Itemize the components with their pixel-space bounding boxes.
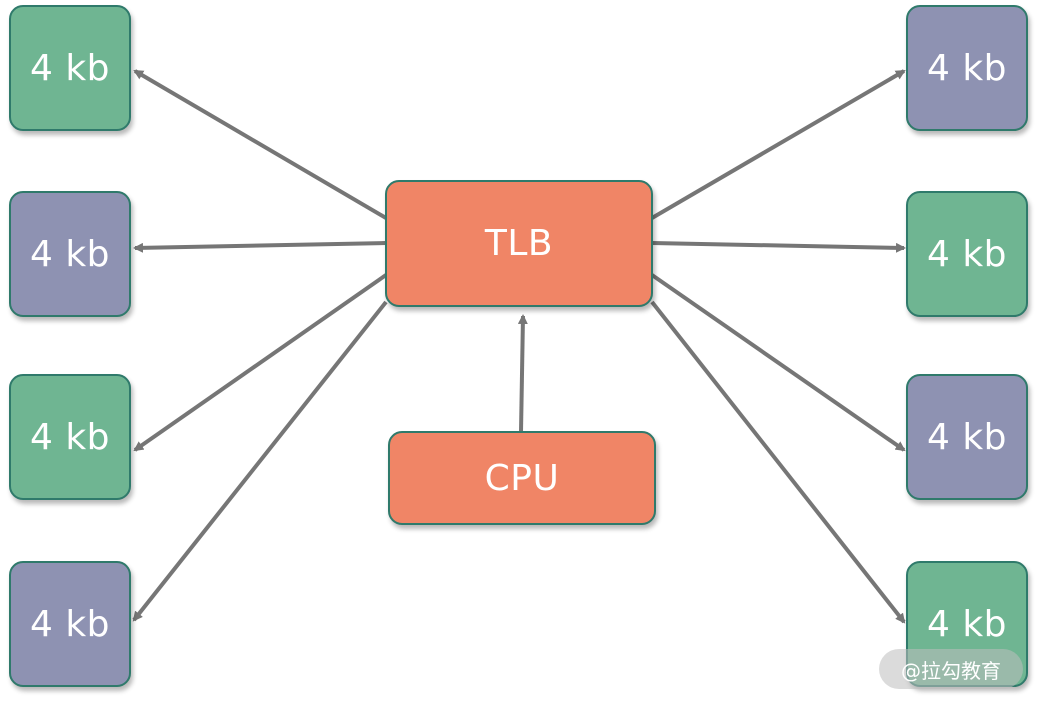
page-box-left-2: 4 kb	[9, 191, 131, 317]
page-label: 4 kb	[29, 233, 111, 275]
page-label: 4 kb	[29, 416, 111, 458]
page-box-left-3: 4 kb	[9, 374, 131, 500]
page-label: 4 kb	[926, 47, 1008, 89]
page-label: 4 kb	[29, 47, 111, 89]
arrow-cpu-to-tlb	[517, 314, 528, 433]
page-label: 4 kb	[926, 416, 1008, 458]
page-box-right-1: 4 kb	[906, 5, 1028, 131]
cpu-box: CPU	[388, 431, 656, 525]
arrow-tlb-to-right-page-2	[651, 241, 906, 253]
page-box-right-2: 4 kb	[906, 191, 1028, 317]
page-label: 4 kb	[926, 233, 1008, 275]
watermark-badge: @拉勾教育	[879, 649, 1023, 689]
arrow-tlb-to-left-page-1	[133, 69, 388, 220]
page-label: 4 kb	[926, 603, 1008, 645]
tlb-label: TLB	[484, 223, 554, 264]
page-label: 4 kb	[29, 603, 111, 645]
page-box-left-1: 4 kb	[9, 5, 131, 131]
arrow-tlb-to-left-page-3	[133, 273, 388, 452]
arrow-tlb-to-right-page-3	[650, 273, 906, 452]
arrow-tlb-to-right-page-1	[650, 69, 906, 220]
arrow-tlb-to-left-page-4	[132, 300, 388, 622]
tlb-box: TLB	[385, 180, 653, 307]
arrow-tlb-to-right-page-4	[650, 300, 906, 624]
page-box-left-4: 4 kb	[9, 561, 131, 687]
page-box-right-3: 4 kb	[906, 374, 1028, 500]
arrow-tlb-to-left-page-2	[133, 241, 387, 253]
watermark-text: @拉勾教育	[901, 658, 1001, 683]
cpu-label: CPU	[484, 457, 560, 499]
